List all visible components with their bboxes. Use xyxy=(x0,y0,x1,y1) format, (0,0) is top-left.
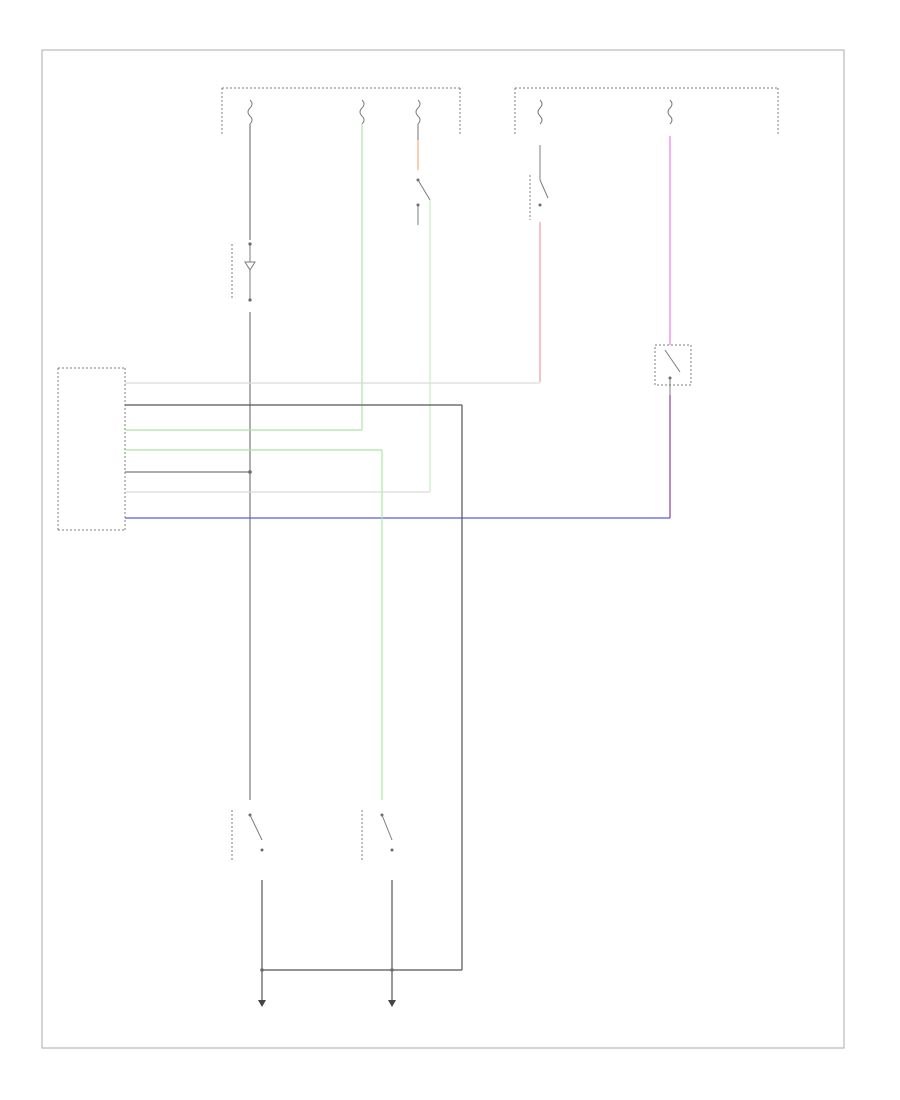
switch-icon xyxy=(654,344,692,395)
fuse-icon xyxy=(537,99,543,125)
switch-icon xyxy=(416,178,431,225)
relay-icon xyxy=(529,145,549,220)
fuse-icon xyxy=(247,99,253,125)
diagram-frame xyxy=(41,49,845,1049)
fuse-icon xyxy=(359,99,365,125)
module-icon xyxy=(57,367,126,531)
wire-junction-icon xyxy=(248,470,252,474)
ground-icon xyxy=(258,1000,266,1007)
fuse-icon xyxy=(415,99,421,125)
fuse-block-right xyxy=(514,87,779,135)
module-icon xyxy=(231,242,256,302)
wire-junction-icon xyxy=(260,968,264,972)
switch-icon xyxy=(361,810,394,860)
fuse-block-left xyxy=(221,87,461,135)
fuse-icon xyxy=(667,99,673,125)
switch-icon xyxy=(231,810,264,860)
wire-junction-icon xyxy=(390,968,394,972)
ground-icon xyxy=(388,1000,396,1007)
